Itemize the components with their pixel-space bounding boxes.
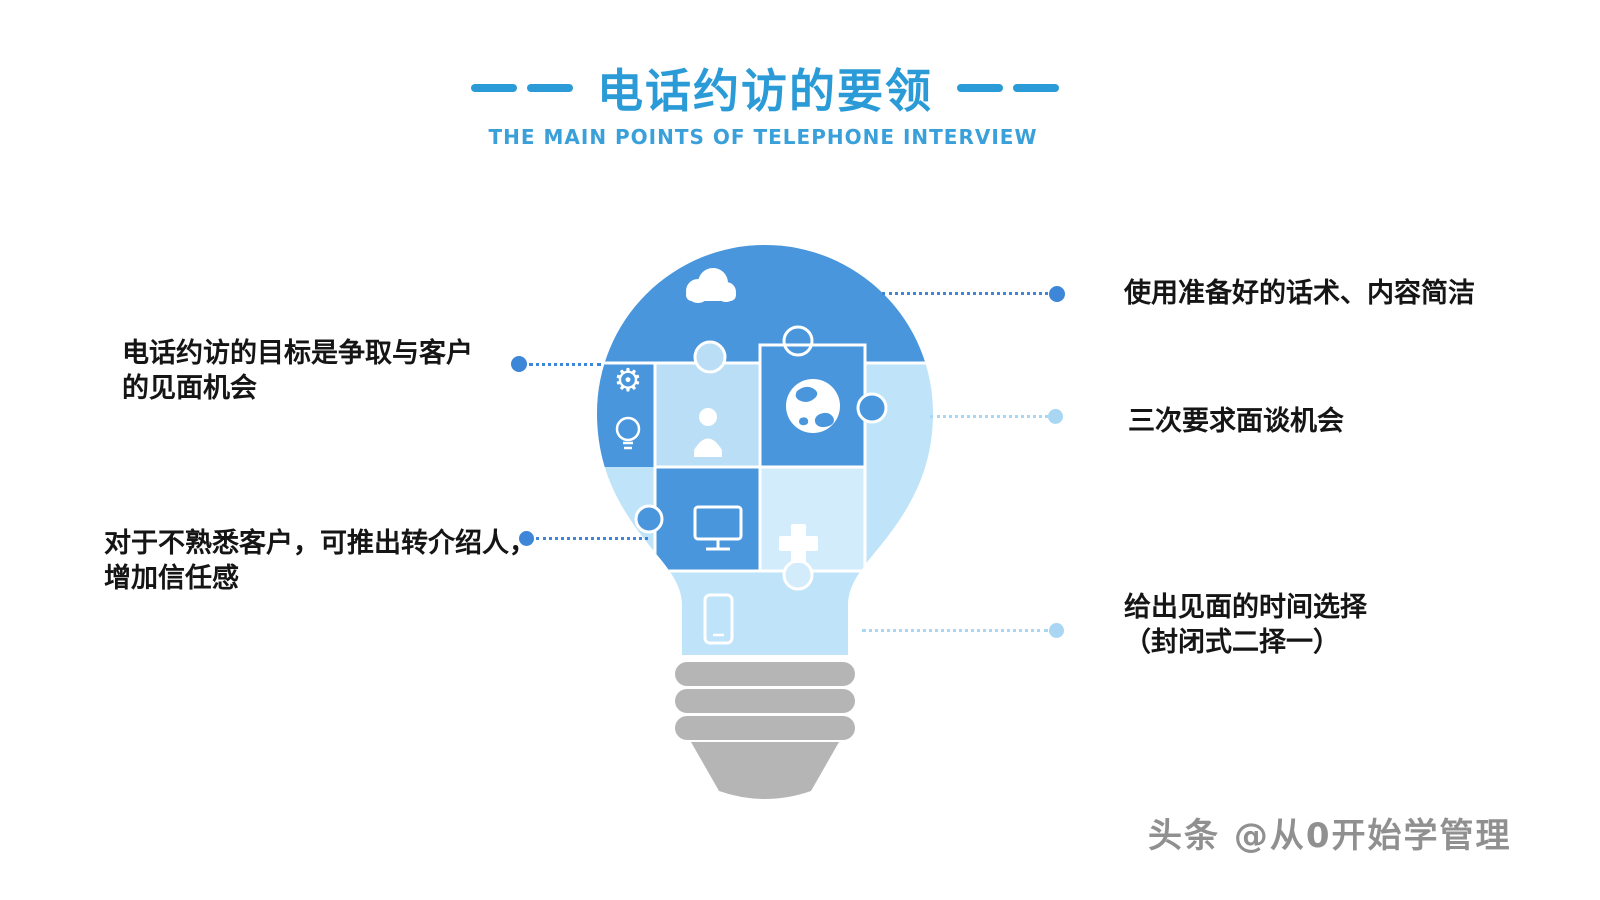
callout-left-top-line1: 电话约访的目标是争取与客户 bbox=[122, 338, 473, 369]
callout-right-bottom-dot bbox=[1049, 623, 1064, 638]
title-dash bbox=[1013, 84, 1059, 92]
callout-right-middle: 三次要求面谈机会 bbox=[1128, 406, 1344, 437]
callout-left-bottom-dot bbox=[519, 531, 534, 546]
callout-right-bottom-line1: 给出见面的时间选择 bbox=[1124, 592, 1367, 623]
title-dash bbox=[527, 84, 573, 92]
callout-left-bottom-line2: 增加信任感 bbox=[104, 563, 239, 594]
callout-right-top-connector bbox=[882, 292, 1048, 295]
title-dash bbox=[471, 84, 517, 92]
title-dash-left bbox=[471, 84, 573, 92]
page-title: 电话约访的要领 bbox=[597, 64, 933, 118]
cloud-icon bbox=[686, 268, 736, 303]
lightbulb-graphic: ⚙ bbox=[597, 245, 933, 799]
puzzle-plus-square bbox=[758, 465, 867, 573]
callout-left-bottom-line1: 对于不熟悉客户，可推出转介绍人， bbox=[104, 528, 536, 559]
header: 电话约访的要领 bbox=[471, 55, 1059, 121]
puzzle-knob bbox=[782, 559, 814, 591]
puzzle-knob bbox=[634, 504, 664, 534]
puzzle-pieces bbox=[597, 245, 933, 591]
watermark: 头条 @从0开始学管理 bbox=[1148, 816, 1512, 856]
puzzle-knob-outline bbox=[782, 325, 814, 357]
bulb-base bbox=[675, 662, 855, 799]
callout-left-top-dot bbox=[511, 356, 527, 372]
title-dash bbox=[957, 84, 1003, 92]
puzzle-left-strip bbox=[597, 363, 655, 467]
smartphone-icon bbox=[703, 593, 734, 645]
gear-icon: ⚙ bbox=[614, 361, 643, 399]
callout-right-top-dot bbox=[1049, 286, 1065, 302]
callout-left-top: 电话约访的目标是争取与客户 的见面机会 bbox=[122, 336, 473, 406]
callout-left-bottom-connector bbox=[536, 537, 648, 540]
callout-right-middle-dot bbox=[1048, 409, 1063, 424]
callout-right-bottom-line2: （封闭式二择一） bbox=[1124, 627, 1340, 658]
lightbulb-icon bbox=[615, 416, 641, 450]
callout-left-top-line2: 的见面机会 bbox=[122, 373, 257, 404]
puzzle-knob bbox=[693, 340, 727, 374]
page-subtitle: THE MAIN POINTS OF TELEPHONE INTERVIEW bbox=[488, 125, 1038, 149]
callout-left-bottom: 对于不熟悉客户，可推出转介绍人， 增加信任感 bbox=[104, 526, 536, 596]
callout-right-top: 使用准备好的话术、内容简洁 bbox=[1124, 278, 1475, 309]
title-dash-right bbox=[957, 84, 1059, 92]
callout-right-bottom-connector bbox=[862, 629, 1048, 632]
person-icon bbox=[694, 408, 722, 457]
callout-right-bottom: 给出见面的时间选择 （封闭式二择一） bbox=[1124, 590, 1367, 660]
globe-icon bbox=[786, 379, 840, 433]
callout-left-top-connector bbox=[529, 363, 601, 366]
plus-icon bbox=[779, 524, 818, 563]
puzzle-monitor-square bbox=[653, 465, 762, 573]
puzzle-knob bbox=[856, 392, 888, 424]
callout-right-middle-connector bbox=[930, 415, 1048, 418]
monitor-icon bbox=[693, 505, 743, 551]
